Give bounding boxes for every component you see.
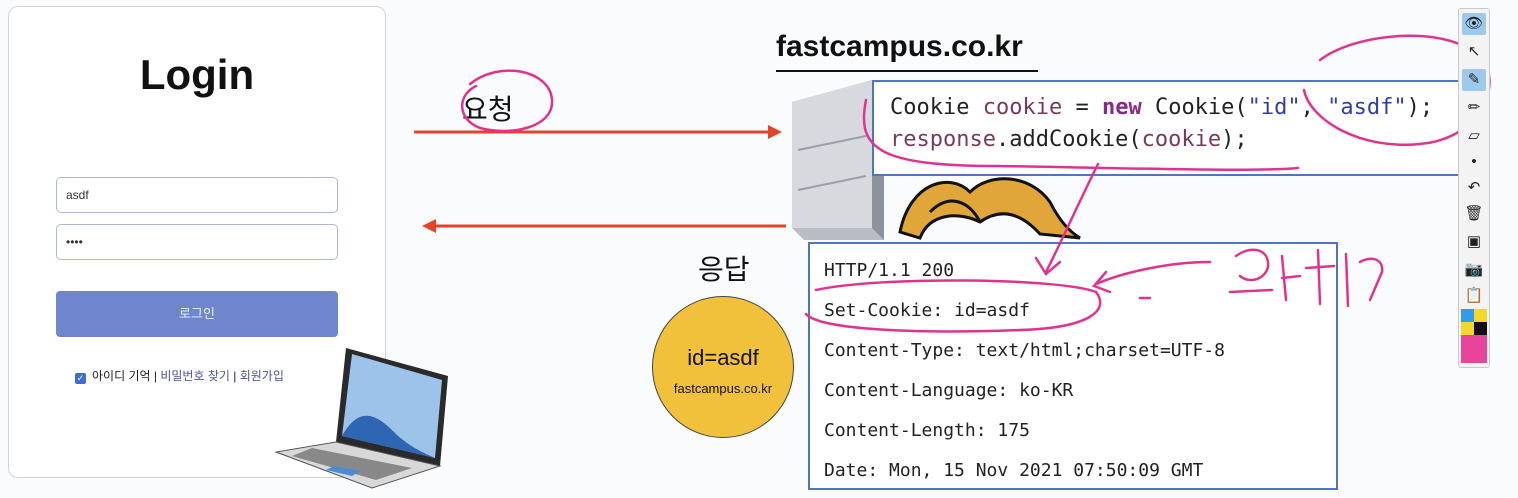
- code-arg-value: "asdf": [1327, 95, 1407, 120]
- http-header-content-type: Content-Type: text/html;charset=UTF-8: [824, 340, 1225, 361]
- login-card: Login asdf •••• 로그인 ✓ 아이디 기억 | 비밀번호 찾기 | …: [8, 6, 386, 478]
- code-underline: [862, 98, 1300, 171]
- http-header-set-cookie: Set-Cookie: id=asdf: [824, 300, 1030, 321]
- handwritten-label: [1228, 248, 1384, 308]
- code-response: response: [890, 127, 996, 152]
- id-input[interactable]: asdf: [56, 177, 338, 213]
- trash-icon[interactable]: 🗑: [1464, 205, 1484, 222]
- remember-checkbox[interactable]: ✓: [75, 373, 86, 384]
- code-to-header-arrow: [1044, 162, 1100, 274]
- login-button[interactable]: 로그인: [56, 291, 338, 337]
- http-header-content-length: Content-Length: 175: [824, 420, 1030, 441]
- response-arrow: [422, 219, 786, 233]
- clipboard-icon[interactable]: 📋: [1464, 287, 1484, 304]
- set-cookie-circle: [804, 279, 1102, 333]
- remember-label: 아이디 기억: [92, 369, 151, 383]
- code-arg-cookie: cookie: [1141, 127, 1222, 152]
- code-arg-id: "id": [1247, 95, 1301, 120]
- code-var: cookie: [982, 95, 1063, 120]
- http-header-date: Date: Mon, 15 Nov 2021 07:50:09 GMT: [824, 460, 1204, 481]
- code-type: Cookie: [890, 95, 983, 120]
- label-to-header-arrowhead: [1091, 270, 1112, 294]
- http-response-box: HTTP/1.1 200 Set-Cookie: id=asdf Content…: [808, 242, 1338, 490]
- laptop-icon: [274, 348, 448, 489]
- separator: |: [229, 369, 240, 383]
- request-arrow: [414, 125, 782, 139]
- screen-icon[interactable]: ▣: [1466, 233, 1482, 250]
- domain-underline: [776, 70, 1038, 72]
- find-password-link[interactable]: 비밀번호 찾기: [160, 369, 230, 383]
- request-label: 요청: [462, 94, 514, 125]
- tomcat-mascot-icon: [898, 177, 1081, 240]
- annotation-toolbar: 👁 ↖ ✎ ✏ ▱ • ↶ 🗑 ▣ 📷 📋: [1458, 8, 1490, 368]
- code-comma: ,: [1300, 95, 1328, 120]
- http-status-line: HTTP/1.1 200: [824, 260, 955, 281]
- cursor-icon[interactable]: ↖: [1467, 43, 1481, 60]
- code-to-header-arrowhead: [1034, 256, 1062, 276]
- server-domain: fastcampus.co.kr: [776, 30, 1023, 63]
- code-keyword-new: new: [1101, 95, 1142, 120]
- label-to-header-arrow: [1094, 260, 1212, 286]
- eye-icon[interactable]: 👁: [1462, 13, 1486, 35]
- response-label: 응답: [698, 254, 750, 285]
- color-palette-icon[interactable]: [1461, 309, 1487, 363]
- cookie-value: id=asdf: [687, 345, 759, 370]
- signup-link[interactable]: 회원가입: [239, 369, 284, 383]
- cookie-domain: fastcampus.co.kr: [673, 381, 773, 396]
- password-input[interactable]: ••••: [56, 224, 338, 260]
- highlighter-icon[interactable]: ✎: [1462, 69, 1486, 91]
- http-header-content-language: Content-Language: ko-KR: [824, 380, 1074, 401]
- cookie-circle: id=asdf fastcampus.co.kr: [652, 296, 794, 438]
- login-title: Login: [139, 51, 255, 98]
- undo-icon[interactable]: ↶: [1467, 179, 1481, 196]
- code-eq: =: [1062, 95, 1102, 120]
- request-circle: [460, 69, 554, 133]
- eraser-icon[interactable]: ▱: [1468, 127, 1480, 144]
- code-end: );: [1221, 127, 1248, 152]
- login-links: ✓ 아이디 기억 | 비밀번호 찾기 | 회원가입: [75, 367, 284, 384]
- code-end: );: [1406, 95, 1434, 120]
- code-box: Cookie cookie = new Cookie("id", "asdf")…: [872, 80, 1472, 176]
- dot-icon[interactable]: •: [1471, 153, 1477, 170]
- code-add-cookie: .addCookie(: [995, 127, 1142, 152]
- camera-icon[interactable]: 📷: [1464, 261, 1484, 278]
- separator: |: [150, 369, 161, 383]
- pen-icon[interactable]: ✏: [1467, 99, 1481, 116]
- code-ctor: Cookie(: [1141, 95, 1248, 120]
